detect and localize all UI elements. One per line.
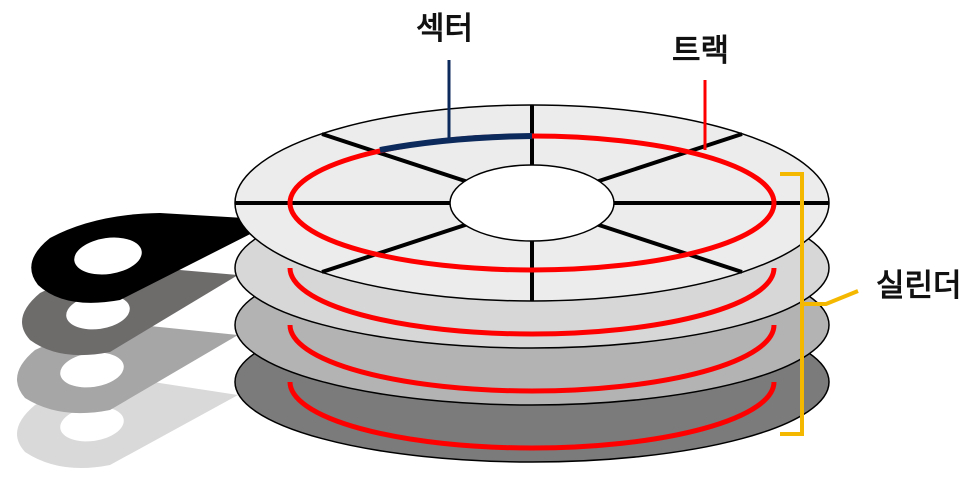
spindle-hole [449,164,615,242]
cylinder-label: 실린더 [876,268,962,304]
track-label: 트랙 [672,33,730,69]
platter-top [234,104,830,302]
cylinder-bracket [780,172,859,436]
head-arm-1 [31,213,278,303]
sector-label: 섹터 [416,11,474,47]
sector-highlight [379,133,533,153]
read-write-heads [17,213,278,469]
